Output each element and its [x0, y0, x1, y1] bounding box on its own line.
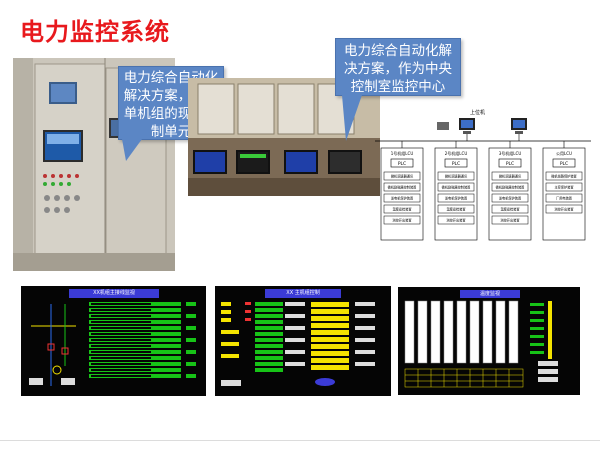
device-row-box [545, 193, 583, 203]
lcu-header: 2号机组LCU [445, 150, 468, 156]
device-row-label: 微机励磁器控制装置 [496, 185, 525, 190]
printer-icon [437, 122, 449, 130]
device-row-box [437, 182, 475, 192]
device-row-box [383, 171, 421, 181]
unit-control-screen: XX 主机组控制 [215, 286, 391, 396]
lcu-box [488, 147, 532, 241]
single-line-diagram-screen: XX机组主接线监视 [21, 286, 206, 396]
device-row-label: 测控开出装置 [554, 207, 573, 212]
device-row-label: 温度巡检装置 [500, 207, 519, 212]
device-row-box [491, 182, 529, 192]
lcu-box [434, 147, 478, 241]
device-row-box [491, 171, 529, 181]
device-row-box [437, 215, 475, 225]
device-row-box [545, 182, 583, 192]
device-row-box [545, 171, 583, 181]
lcu-header: 公用LCU [556, 151, 572, 156]
device-row-label: 发电机保护装置 [391, 196, 413, 201]
plc-label: PLC [560, 161, 568, 167]
computer-icon [511, 118, 527, 134]
lcu-box [542, 147, 586, 241]
system-topology-diagram: 上位机 1号机组LCUPLC微机调速器通讯微机励磁器控制装置发电机保护装置温度巡… [375, 109, 591, 241]
device-row-label: 发电机保护装置 [499, 196, 521, 201]
device-row-label: 温度巡检装置 [392, 207, 411, 212]
device-row-box [383, 193, 421, 203]
device-row-label: 测控开出装置 [500, 218, 519, 223]
plc-label: PLC [398, 161, 406, 167]
device-row-box [383, 215, 421, 225]
device-row-label: 厂用电装置 [556, 196, 572, 201]
plc-box [444, 158, 468, 168]
callout-central-control: 电力综合自动化解决方案，作为中央控制室监控中心 [335, 38, 461, 96]
device-row-label: 微机调速器通讯 [499, 174, 522, 179]
device-row-label: 微机调速器通讯 [391, 174, 414, 179]
device-row-box [437, 204, 475, 214]
plc-box [552, 158, 576, 168]
device-row-label: 微机励磁器控制装置 [442, 185, 471, 190]
device-row-box [491, 193, 529, 203]
device-row-label: 微机线路保护装置 [551, 174, 577, 179]
plc-label: PLC [452, 161, 460, 167]
device-row-box [383, 182, 421, 192]
lcu-box [380, 147, 424, 241]
temperature-monitor-screen: 温度监视 [398, 287, 580, 395]
device-row-label: 测控开出装置 [392, 218, 411, 223]
device-row-box [491, 204, 529, 214]
footer-divider [0, 440, 600, 441]
lcu-header: 3号机组LCU [499, 150, 522, 156]
device-row-box [437, 193, 475, 203]
device-row-box [437, 171, 475, 181]
callout-pointer-left [122, 139, 142, 161]
computer-icon [459, 118, 475, 134]
device-row-label: 微机励磁器控制装置 [388, 185, 417, 190]
screen-header: 温度监视 [460, 290, 520, 298]
screen-header: XX机组主接线监视 [69, 289, 159, 298]
callout-pointer-middle [342, 95, 362, 141]
device-row-label: 主变保护装置 [554, 185, 573, 190]
plc-box [390, 158, 414, 168]
device-row-label: 发电机保护装置 [445, 196, 467, 201]
device-row-box [491, 215, 529, 225]
device-row-box [383, 204, 421, 214]
lcu-header: 1号机组LCU [391, 150, 414, 156]
device-row-label: 测控开出装置 [446, 218, 465, 223]
plc-label: PLC [506, 161, 514, 167]
device-row-box [545, 204, 583, 214]
device-row-label: 微机调速器通讯 [445, 174, 468, 179]
plc-box [498, 158, 522, 168]
diagram-top-label: 上位机 [470, 109, 485, 116]
page-title: 电力监控系统 [20, 18, 170, 46]
device-row-label: 温度巡检装置 [446, 207, 465, 212]
screen-header: XX 主机组控制 [265, 289, 341, 298]
